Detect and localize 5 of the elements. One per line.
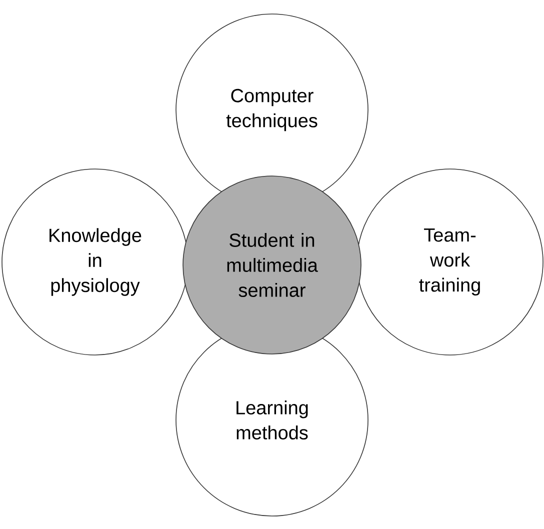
circle-node: Knowledge in physiology [2, 168, 188, 356]
circle-node: Computer techniques [176, 14, 368, 206]
circle-node: Student in multimedia seminar [182, 176, 362, 354]
circle-node: Team-work training [356, 168, 544, 356]
circle-node: Learning methods [176, 324, 368, 516]
